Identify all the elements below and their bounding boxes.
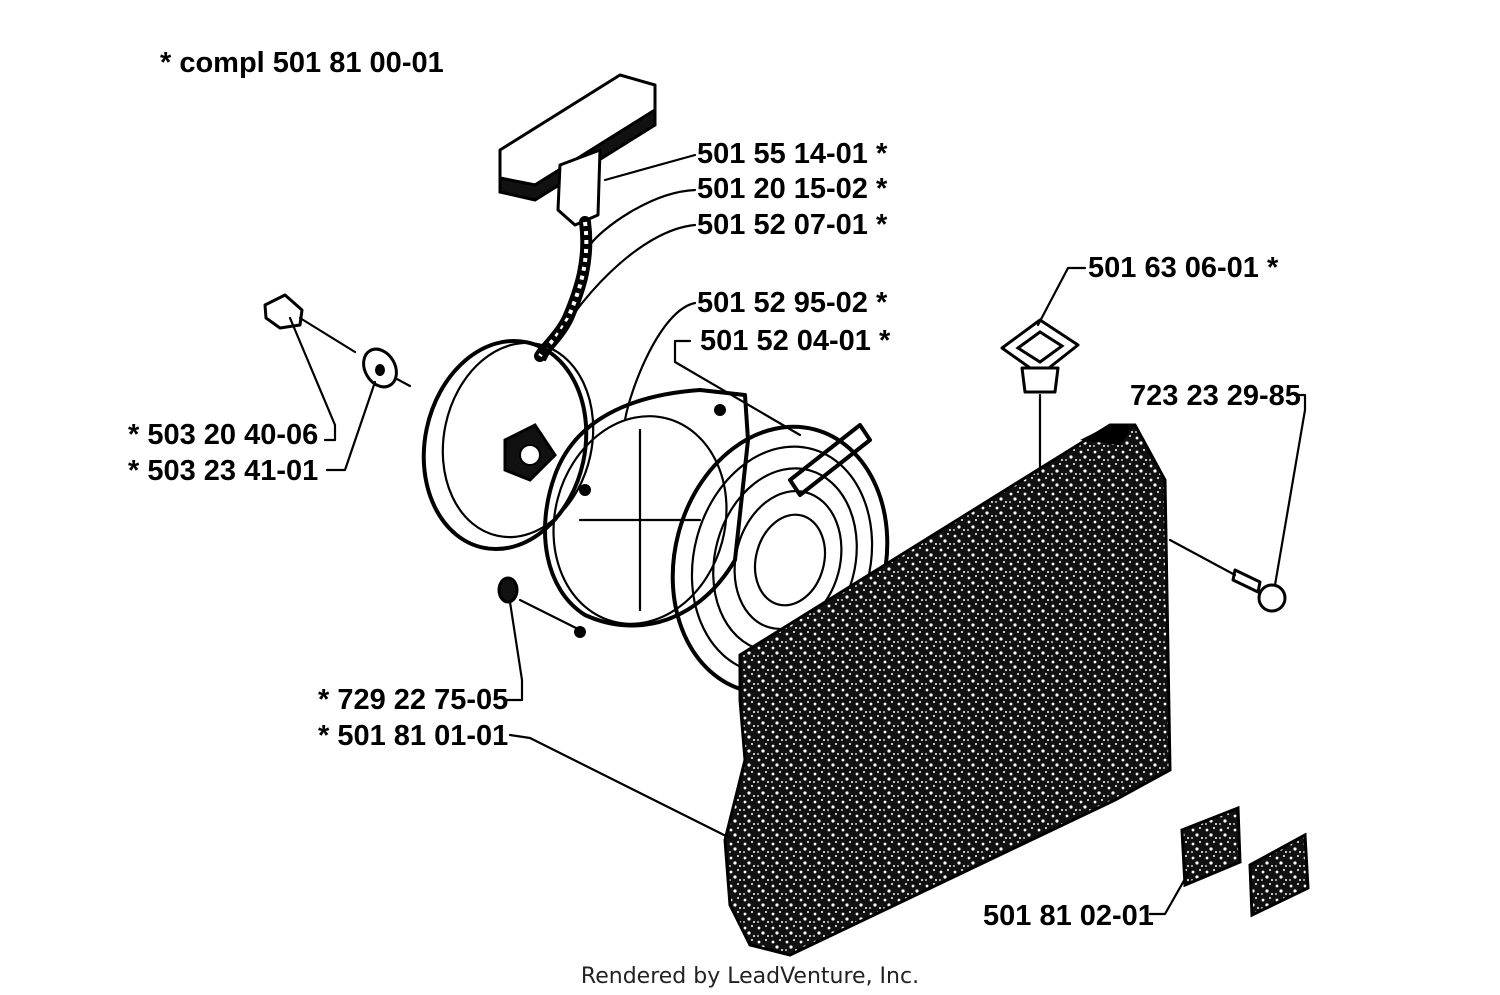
label-bushing: 501 63 06-01 * <box>1088 252 1279 284</box>
label-housing: * 501 81 01-01 <box>318 720 508 752</box>
assembly-label: * compl 501 81 00-01 <box>160 47 444 79</box>
screw-right-part <box>1168 538 1287 613</box>
label-decal: 501 81 02-01 <box>983 900 1154 932</box>
starter-pulley-part <box>421 338 595 552</box>
spring-cassette-part <box>543 388 750 628</box>
starter-handle-part <box>498 73 657 227</box>
label-pin: * 729 22 75-05 <box>318 684 508 716</box>
pin-part <box>497 576 586 638</box>
label-spring: 501 52 04-01 * <box>700 325 891 357</box>
label-screw-right: 723 23 29-85 <box>1130 380 1301 412</box>
leader-lines <box>288 153 1307 916</box>
label-handle: 501 55 14-01 * <box>697 138 888 170</box>
label-washer-left: * 503 23 41-01 <box>128 455 318 487</box>
label-rope: 501 20 15-02 * <box>697 173 888 205</box>
label-screw-left: * 503 20 40-06 <box>128 419 318 451</box>
starter-housing-part <box>723 423 1172 957</box>
credit-text: Rendered by LeadVenture, Inc. <box>581 964 919 989</box>
decal-part <box>1180 805 1310 918</box>
washer-left-part <box>362 347 412 389</box>
bushing-part <box>1000 318 1080 477</box>
label-pulley: 501 52 07-01 * <box>697 209 888 241</box>
screw-left-part <box>263 293 357 354</box>
label-spring-cassette: 501 52 95-02 * <box>697 287 888 319</box>
starter-rope-part <box>534 216 593 362</box>
